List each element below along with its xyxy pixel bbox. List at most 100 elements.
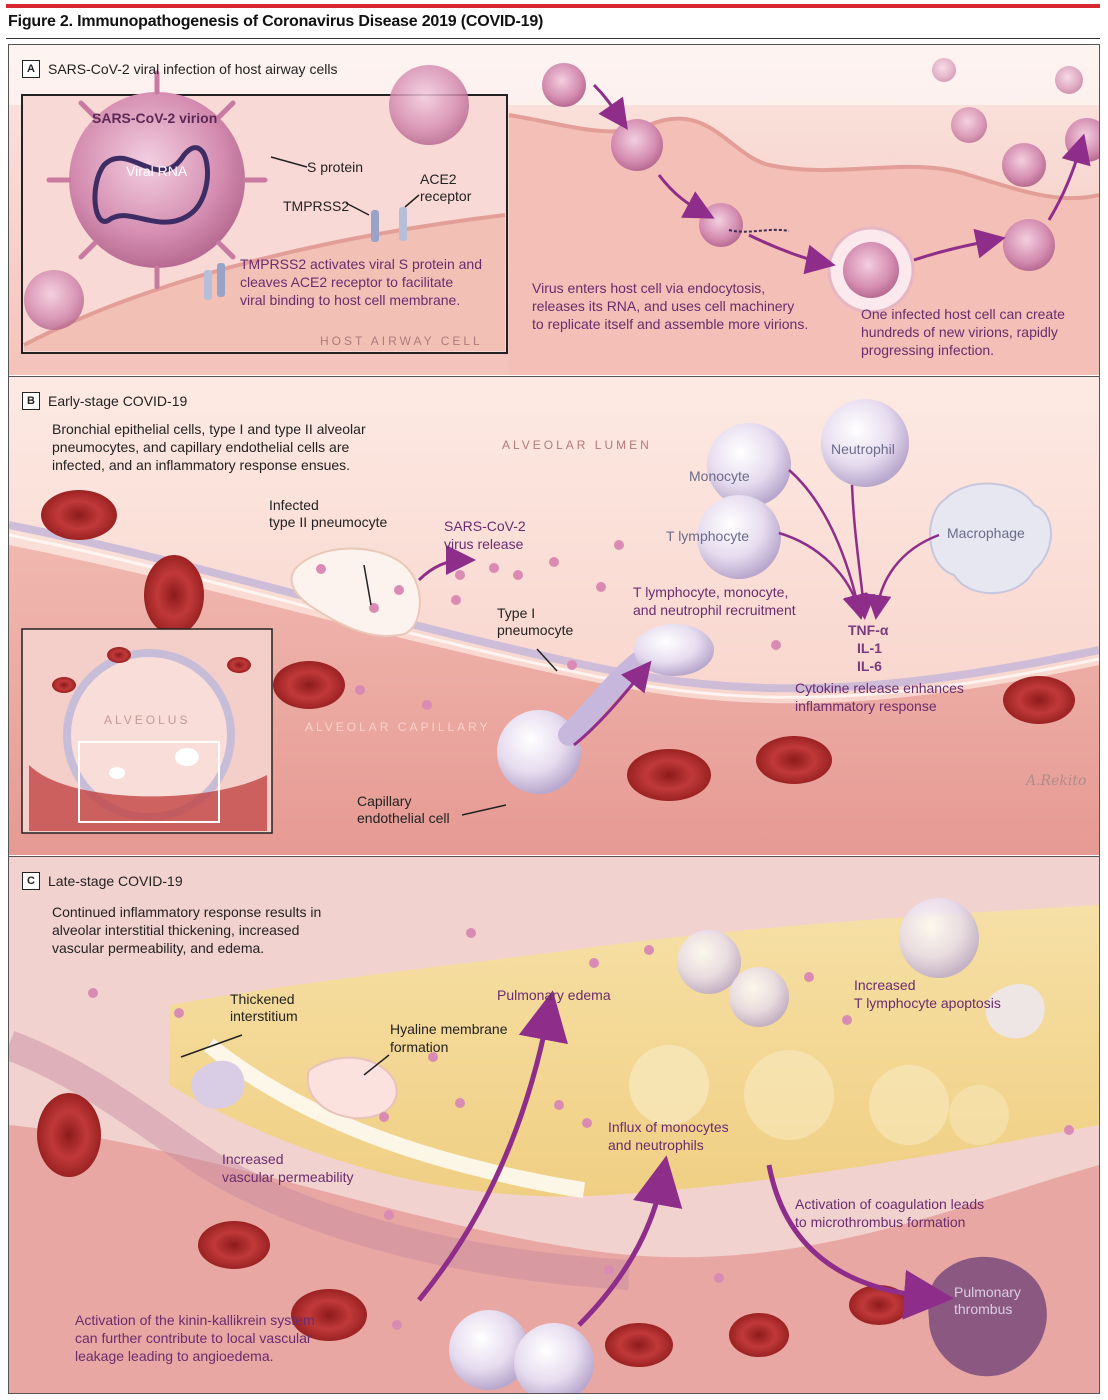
virion	[843, 242, 899, 298]
kinin-note: can further contribute to local vascular	[75, 1330, 312, 1346]
hyaline-label: Hyaline membrane	[390, 1021, 508, 1037]
figure-title: Figure 2. Immunopathogenesis of Coronavi…	[8, 13, 544, 30]
panel-c-intro: alveolar interstitial thickening, increa…	[52, 922, 300, 938]
virion-label: SARS-CoV-2 virion	[92, 110, 218, 126]
t-lymphocyte-cell	[697, 495, 781, 579]
recruitment-label: T lymphocyte, monocyte,	[633, 584, 789, 600]
red-blood-cell	[605, 1323, 673, 1367]
cytokine-il1: IL-1	[857, 640, 882, 656]
red-blood-cell	[1003, 676, 1075, 724]
red-blood-cell	[756, 736, 832, 784]
red-blood-cell	[627, 749, 711, 801]
virion	[932, 58, 956, 82]
panel-b-letter: B	[22, 392, 40, 410]
inset-note: viral binding to host cell membrane.	[240, 292, 461, 308]
ace2-label: ACE2	[420, 171, 457, 187]
red-blood-cell	[273, 661, 345, 709]
influx-label: Influx of monocytes	[608, 1119, 729, 1135]
tmprss2-receptor	[371, 210, 379, 242]
hyaline-label: formation	[390, 1039, 449, 1055]
s-protein-label: S protein	[307, 159, 364, 175]
red-blood-cell	[144, 555, 204, 635]
figure-frame	[8, 44, 1100, 1394]
pulmonary-thrombus	[928, 1256, 1047, 1377]
panel-b-intro: infected, and an inflammatory response e…	[52, 457, 351, 473]
virion-large	[69, 92, 245, 268]
type1-pneumocyte-label: pneumocyte	[497, 622, 574, 638]
virion	[951, 107, 987, 143]
red-blood-cell	[291, 1289, 367, 1341]
cytokine-tnf: TNF-α	[848, 622, 889, 638]
neutrophil-label: Neutrophil	[831, 441, 895, 457]
infected-pneumocyte-label: Infected	[269, 497, 319, 513]
red-blood-cell	[41, 490, 117, 540]
panel-b-intro: pneumocytes, and capillary endothelial c…	[52, 439, 350, 455]
viral-rna-label: Viral RNA	[126, 163, 188, 179]
recruitment-label: and neutrophil recruitment	[633, 602, 796, 618]
panel-b-title: Early-stage COVID-19	[48, 393, 188, 409]
virus-particles	[316, 540, 781, 710]
panel-c-intro: Continued inflammatory response results …	[52, 904, 322, 920]
ace2-label: receptor	[420, 188, 472, 204]
virus-particles	[88, 928, 1074, 1330]
alveolar-lumen-label: ALVEOLAR LUMEN	[502, 438, 652, 452]
leukocyte	[191, 1060, 245, 1109]
kinin-note: Activation of the kinin-kallikrein syste…	[75, 1312, 315, 1328]
endothelial-label: endothelial cell	[357, 810, 450, 826]
entry-note: Virus enters host cell via endocytosis,	[532, 280, 766, 296]
entry-note: to replicate itself and assemble more vi…	[532, 316, 809, 332]
tmprss2-label: TMPRSS2	[283, 198, 350, 214]
panel-a-title: SARS-CoV-2 viral infection of host airwa…	[48, 61, 338, 77]
neutrophil-cell	[821, 399, 909, 487]
panel-c-title: Late-stage COVID-19	[48, 873, 183, 889]
apoptotic-cell	[985, 984, 1045, 1039]
infected-pneumocyte-label: type II pneumocyte	[269, 514, 388, 530]
virion	[1003, 219, 1055, 271]
apoptosis-label: Increased	[854, 977, 916, 993]
panel-a-letter: A	[22, 60, 40, 78]
inset-note: TMPRSS2 activates viral S protein and	[240, 256, 482, 272]
cytokine-note: inflammatory response	[795, 698, 937, 714]
alveolus-label: ALVEOLUS	[104, 713, 191, 727]
viral-rna	[92, 145, 210, 225]
thrombus-label: thrombus	[954, 1301, 1013, 1317]
spread-note: progressing infection.	[861, 342, 995, 358]
macrophage-label: Macrophage	[947, 525, 1025, 541]
t-lymphocyte-cell	[899, 898, 979, 978]
influx-label: and neutrophils	[608, 1137, 704, 1153]
virus-release-label: virus release	[444, 536, 524, 552]
title-rule	[6, 38, 1100, 39]
kinin-note: leakage leading to angioedema.	[75, 1348, 274, 1364]
alveolar-capillary-tissue	[9, 545, 1099, 855]
inset-note: cleaves ACE2 receptor to facilitate	[240, 274, 454, 290]
permeability-label: Increased	[222, 1151, 284, 1167]
virion	[24, 270, 84, 330]
capillary-tissue	[9, 1125, 1099, 1393]
virus-release-label: SARS-CoV-2	[444, 518, 526, 534]
coagulation-label: to microthrombus formation	[795, 1214, 966, 1230]
red-blood-cell	[37, 1093, 101, 1177]
virion	[1002, 143, 1046, 187]
panel-b-intro: Bronchial epithelial cells, type I and t…	[52, 421, 366, 437]
panel-c-intro: vascular permeability, and edema.	[52, 940, 265, 956]
virion	[542, 63, 586, 107]
cytokine-note: Cytokine release enhances	[795, 680, 964, 696]
pneumocyte	[306, 1056, 398, 1120]
panel-c-heading: C Late-stage COVID-19	[22, 872, 183, 890]
virion	[611, 119, 663, 171]
artist-signature: A.Rekito	[1026, 773, 1087, 789]
thickened-interstitium-label: Thickened	[230, 991, 295, 1007]
alveolar-capillary-label: ALVEOLAR CAPILLARY	[305, 720, 491, 734]
virion	[699, 203, 743, 247]
macrophage-cell	[929, 482, 1052, 595]
spread-note: One infected host cell can create	[861, 306, 1065, 322]
top-accent-bar	[6, 4, 1100, 8]
permeability-label: vascular permeability	[222, 1169, 354, 1185]
apoptosis-label: T lymphocyte apoptosis	[854, 995, 1001, 1011]
coagulation-label: Activation of coagulation leads	[795, 1196, 985, 1212]
panel-divider	[9, 376, 1099, 377]
endothelial-label: Capillary	[357, 793, 412, 809]
monocyte-cell	[707, 423, 791, 507]
pulmonary-edema-label: Pulmonary edema	[497, 987, 611, 1003]
thickened-interstitium-label: interstitium	[230, 1008, 298, 1024]
